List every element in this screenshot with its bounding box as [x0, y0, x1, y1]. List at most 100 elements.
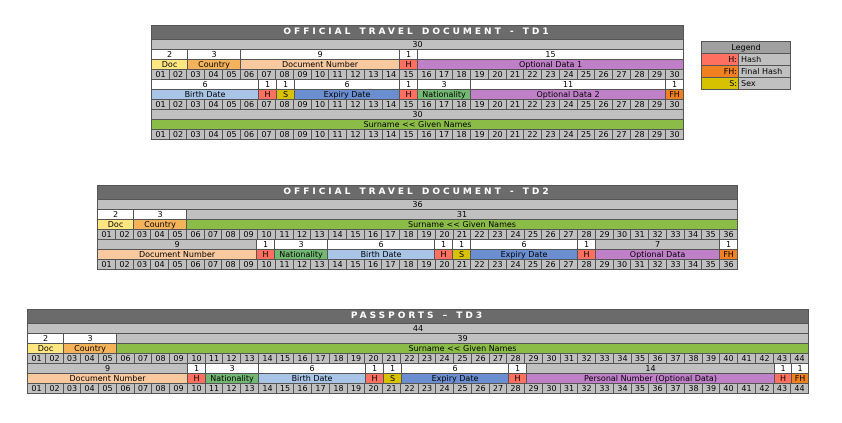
- position-cell: 02: [116, 230, 134, 240]
- position-cell: 24: [560, 130, 578, 140]
- position-cell: 27: [490, 384, 507, 394]
- field-hash: H: [366, 374, 384, 384]
- length-label: 1: [509, 364, 527, 374]
- position-cell: 28: [631, 70, 649, 80]
- position-cell: 38: [685, 384, 703, 394]
- position-cell: 43: [774, 354, 791, 364]
- position-cell: 31: [561, 354, 578, 364]
- position-cell: 39: [703, 384, 720, 394]
- position-cell: 20: [489, 130, 507, 140]
- length-label: 1: [435, 240, 453, 250]
- position-cell: 06: [187, 230, 205, 240]
- position-cell: 06: [241, 70, 258, 80]
- position-cell: 04: [81, 354, 99, 364]
- position-cell: 02: [46, 354, 64, 364]
- position-cell: 10: [188, 384, 206, 394]
- position-cell: 31: [561, 384, 578, 394]
- field-surname-given-names: Surname << Given Names: [152, 120, 684, 130]
- position-cell: 19: [471, 130, 489, 140]
- td2-line1-fields: Doc Country Surname << Given Names: [98, 220, 738, 230]
- position-cell: 01: [28, 384, 46, 394]
- length-label: 11: [471, 80, 666, 90]
- position-cell: 04: [205, 70, 223, 80]
- position-cell: 05: [99, 354, 117, 364]
- position-cell: 15: [400, 70, 418, 80]
- position-cell: 19: [471, 100, 489, 110]
- position-cell: 22: [401, 354, 419, 364]
- position-cell: 36: [649, 384, 667, 394]
- position-cell: 29: [649, 100, 666, 110]
- position-cell: 15: [277, 384, 294, 394]
- td3-title: PASSPORTS – TD3: [28, 310, 809, 324]
- position-cell: 06: [187, 260, 205, 270]
- position-cell: 35: [702, 260, 720, 270]
- position-cell: 37: [667, 354, 685, 364]
- position-cell: 05: [223, 70, 241, 80]
- position-cell: 25: [525, 260, 542, 270]
- legend-value: Final Hash: [739, 66, 791, 78]
- length-label: 6: [471, 240, 578, 250]
- position-cell: 23: [489, 260, 507, 270]
- td2-table: OFFICIAL TRAVEL DOCUMENT - TD2 36 2 3 31…: [97, 185, 738, 270]
- legend-key: S:: [702, 78, 739, 90]
- position-cell: 08: [276, 70, 294, 80]
- field-doc: Doc: [152, 60, 188, 70]
- td2-line1-lengths: 2 3 31: [98, 210, 738, 220]
- length-label: 2: [98, 210, 134, 220]
- position-cell: 15: [347, 230, 365, 240]
- position-cell: 22: [524, 70, 542, 80]
- length-label: 1: [666, 80, 684, 90]
- position-cell: 36: [720, 260, 738, 270]
- position-cell: 22: [471, 260, 489, 270]
- position-cell: 12: [347, 100, 365, 110]
- position-cell: 30: [666, 70, 684, 80]
- field-doc: Doc: [98, 220, 134, 230]
- td1-total-length: 30: [152, 40, 684, 50]
- field-sex: S: [277, 90, 295, 100]
- position-cell: 27: [560, 230, 578, 240]
- position-cell: 02: [116, 260, 134, 270]
- field-hash: H: [775, 374, 792, 384]
- position-cell: 26: [595, 70, 613, 80]
- position-cell: 26: [472, 354, 490, 364]
- position-cell: 34: [614, 354, 632, 364]
- legend-key: H:: [702, 54, 739, 66]
- length-label: 1: [384, 364, 402, 374]
- position-cell: 09: [240, 260, 258, 270]
- position-cell: 07: [258, 130, 276, 140]
- position-cell: 17: [312, 354, 330, 364]
- length-label: 31: [187, 210, 738, 220]
- legend-item-sex: S: Sex: [702, 78, 791, 90]
- field-birth-date: Birth Date: [328, 250, 435, 260]
- position-cell: 03: [134, 260, 151, 270]
- position-cell: 16: [365, 230, 382, 240]
- position-cell: 41: [738, 384, 756, 394]
- position-cell: 35: [632, 354, 649, 364]
- position-cell: 30: [666, 100, 684, 110]
- position-cell: 14: [329, 260, 347, 270]
- position-cell: 17: [382, 230, 400, 240]
- position-cell: 18: [330, 384, 348, 394]
- position-cell: 08: [276, 130, 294, 140]
- position-cell: 18: [453, 130, 471, 140]
- position-cell: 11: [329, 100, 347, 110]
- field-hash: H: [400, 60, 418, 70]
- td2-total-length: 36: [98, 200, 738, 210]
- field-doc: Doc: [28, 344, 64, 354]
- position-cell: 03: [187, 100, 205, 110]
- position-cell: 19: [348, 384, 365, 394]
- position-cell: 10: [312, 70, 329, 80]
- length-label: 6: [402, 364, 509, 374]
- length-label: 3: [418, 80, 471, 90]
- field-hash: H: [578, 250, 596, 260]
- td1-title: OFFICIAL TRAVEL DOCUMENT - TD1: [152, 26, 684, 40]
- length-label: 15: [418, 50, 684, 60]
- field-surname-given-names: Surname << Given Names: [187, 220, 738, 230]
- position-cell: 11: [329, 70, 347, 80]
- position-cell: 09: [294, 100, 312, 110]
- td1-line1-lengths: 2 3 9 1 15: [152, 50, 684, 60]
- position-cell: 24: [507, 260, 525, 270]
- position-cell: 21: [454, 260, 471, 270]
